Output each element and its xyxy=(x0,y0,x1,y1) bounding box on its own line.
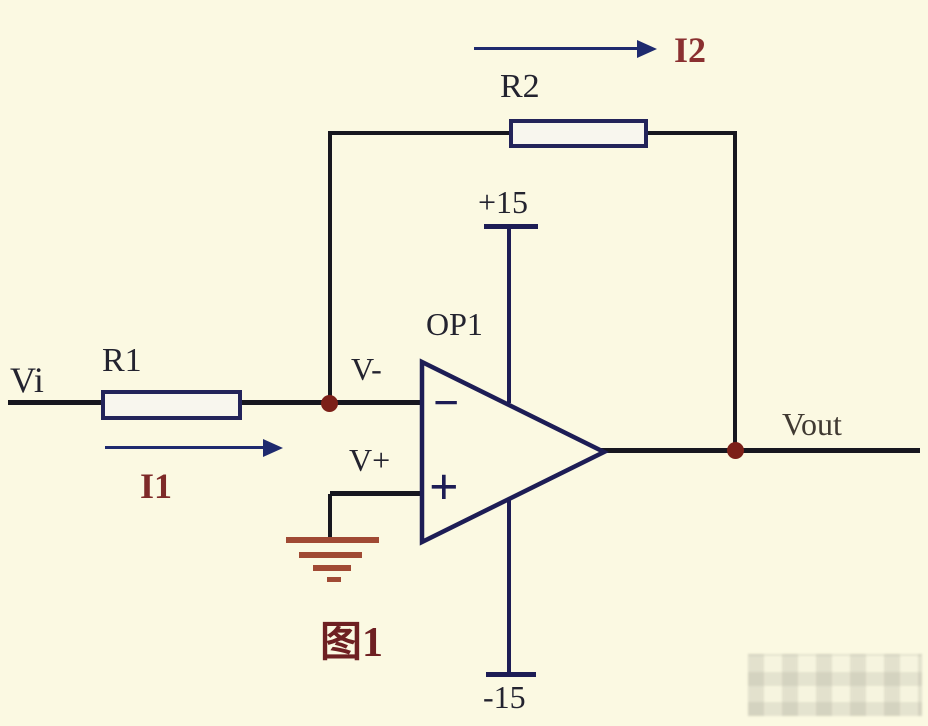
opamp-plus-symbol: + xyxy=(429,459,459,516)
current-i2-label: I2 xyxy=(674,30,707,70)
output-wire xyxy=(600,448,920,453)
ground-bar-1 xyxy=(286,537,379,543)
negative-supply-label: -15 xyxy=(483,679,526,715)
noninverting-input-label: V+ xyxy=(349,442,391,478)
ground-bar-3 xyxy=(313,565,351,571)
figure-caption: 图1 xyxy=(320,620,384,666)
inverting-node-dot xyxy=(321,395,338,412)
negative-supply-terminal-bar xyxy=(486,672,536,677)
current-i2-arrow-line xyxy=(474,47,640,50)
output-node-dot xyxy=(727,442,744,459)
opamp-triangle xyxy=(419,358,610,546)
opamp-minus-symbol: − xyxy=(433,377,460,428)
resistor-r1-label: R1 xyxy=(102,342,142,379)
feedback-left-vertical-wire xyxy=(328,131,332,408)
current-i2-arrow-head xyxy=(637,40,657,58)
resistor-r2-body xyxy=(509,119,648,148)
inverting-input-label: V- xyxy=(351,351,382,387)
positive-supply-terminal-bar xyxy=(484,224,538,229)
output-voltage-label: Vout xyxy=(782,406,842,442)
resistor-r1-body xyxy=(101,390,242,420)
watermark xyxy=(748,654,922,716)
current-i1-arrow-line xyxy=(105,446,265,449)
ground-bar-4 xyxy=(327,577,341,582)
input-voltage-label: Vi xyxy=(10,360,44,400)
feedback-right-vertical-wire xyxy=(733,131,737,452)
positive-supply-label: +15 xyxy=(478,184,529,220)
ground-riser-wire xyxy=(328,494,332,540)
resistor-r2-label: R2 xyxy=(500,68,540,105)
negative-supply-wire xyxy=(507,499,511,675)
positive-supply-wire xyxy=(507,227,511,403)
ground-bar-2 xyxy=(299,552,362,558)
opamp-name-label: OP1 xyxy=(426,306,483,342)
current-i1-arrow-head xyxy=(263,439,283,457)
current-i1-label: I1 xyxy=(140,466,173,506)
noninverting-input-wire xyxy=(330,491,422,496)
